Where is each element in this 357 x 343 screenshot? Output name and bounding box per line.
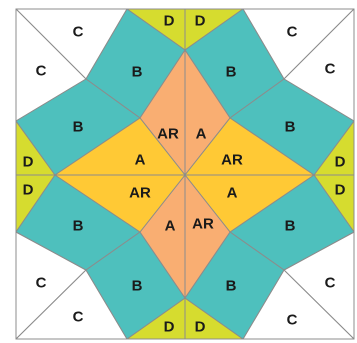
label-d-right-top: D [335, 154, 346, 171]
label-c-tr-right: C [325, 61, 336, 78]
label-b-right-bottom: B [285, 218, 296, 235]
label-d-bottom-right: D [195, 319, 206, 336]
label-c-tr-top: C [287, 24, 298, 41]
label-center-right-bottom: A [227, 185, 238, 202]
label-center-top-right: A [196, 126, 207, 143]
label-d-left-bottom: D [23, 182, 34, 199]
label-d-left-top: D [23, 154, 34, 171]
label-center-top-left: AR [157, 126, 179, 143]
label-c-bl-left: C [36, 275, 47, 292]
label-c-br-right: C [325, 275, 336, 292]
label-center-bottom-right: AR [192, 216, 214, 233]
label-center-bottom-left: A [165, 218, 176, 235]
label-b-top-right: B [226, 64, 237, 81]
label-c-tl-left: C [36, 63, 47, 80]
label-d-top-right: D [195, 13, 206, 30]
label-center-right-top: AR [221, 152, 243, 169]
label-b-left-bottom: B [73, 218, 84, 235]
label-c-tl-top: C [73, 24, 84, 41]
label-d-right-bottom: D [335, 182, 346, 199]
label-b-bottom-left: B [132, 278, 143, 295]
label-center-left-top: A [135, 152, 146, 169]
label-b-bottom-right: B [226, 278, 237, 295]
label-c-br-bottom: C [287, 312, 298, 329]
label-d-top-left: D [164, 13, 175, 30]
label-b-right-top: B [285, 119, 296, 136]
label-b-left-top: B [73, 119, 84, 136]
label-d-bottom-left: D [164, 319, 175, 336]
label-b-top-left: B [132, 64, 143, 81]
label-center-left-bottom: AR [129, 185, 151, 202]
label-c-bl-bottom: C [73, 309, 84, 326]
